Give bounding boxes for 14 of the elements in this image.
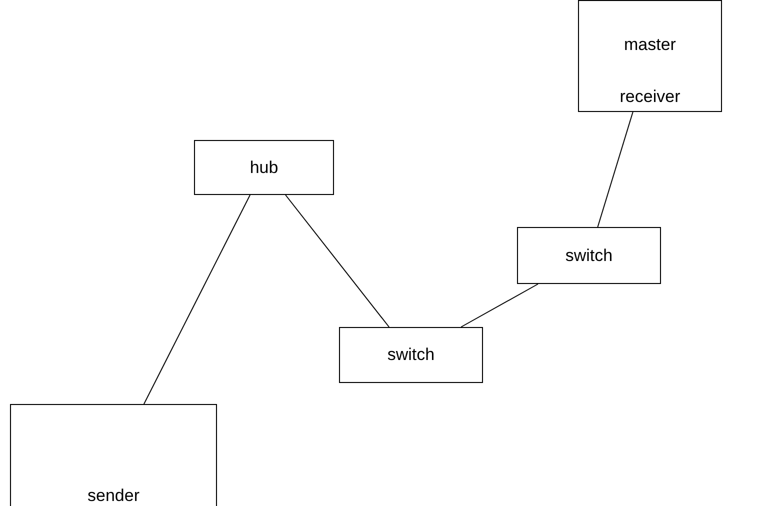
connector-line: [460, 284, 539, 328]
node-box: [578, 0, 722, 112]
node-label: switch: [387, 344, 435, 366]
connector-line: [143, 194, 251, 404]
node-label: sender: [88, 485, 140, 506]
node-box: [194, 140, 334, 195]
node-label: switch: [565, 244, 613, 267]
connector-line: [285, 194, 390, 328]
node-label: hub: [250, 156, 278, 179]
node-box: [339, 327, 483, 383]
node-label: master receiver: [618, 34, 682, 108]
connector-line: [597, 112, 634, 228]
node-box: [517, 227, 661, 284]
node-box: [10, 404, 217, 506]
